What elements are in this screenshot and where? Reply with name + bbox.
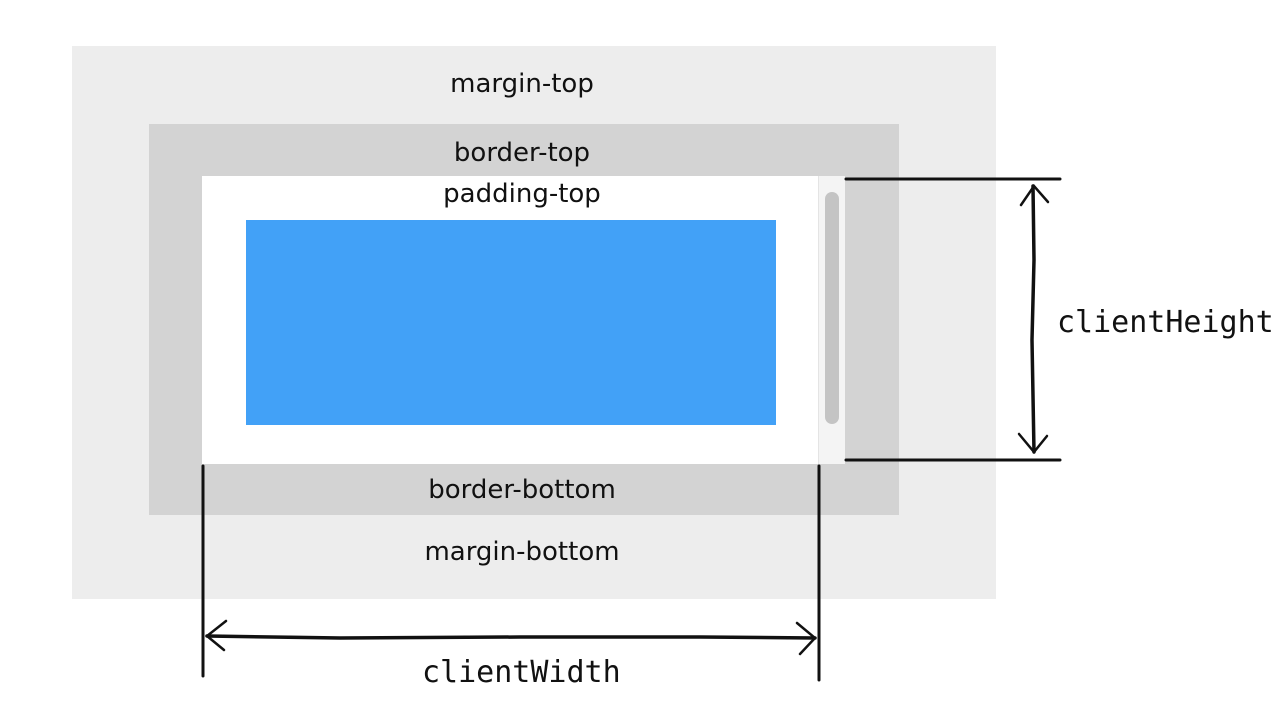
- client-height-arrow: [1030, 184, 1036, 454]
- client-width-arrow: [205, 634, 817, 640]
- margin-top-label: margin-top: [450, 69, 594, 99]
- border-top-label: border-top: [453, 138, 591, 168]
- client-height-label: clientHeight: [1057, 305, 1274, 340]
- scrollbar-thumb: [825, 192, 839, 424]
- client-height-arrowhead-up: [1019, 183, 1050, 207]
- client-width-label: clientWidth: [422, 655, 621, 690]
- margin-bottom-label: margin-bottom: [424, 537, 620, 567]
- client-height-arrowhead-down: [1017, 432, 1049, 454]
- padding-top-label: padding-top: [443, 179, 601, 209]
- client-width-arrowhead-right: [795, 621, 817, 656]
- client-width-arrowhead-left: [205, 619, 228, 652]
- border-bottom-label: border-bottom: [428, 475, 616, 505]
- content-area: [246, 220, 776, 425]
